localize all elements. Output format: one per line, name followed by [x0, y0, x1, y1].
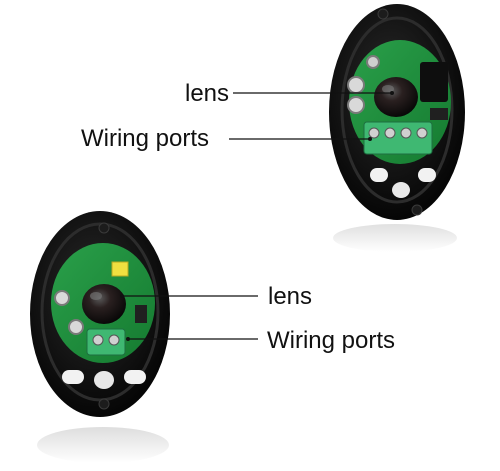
- device-bottom-chip: [135, 305, 147, 323]
- device-bottom-yellow-component: [111, 261, 129, 277]
- device-bottom-terminal-screw: [92, 334, 104, 346]
- device-top-mount-slot: [370, 168, 388, 182]
- device-bottom-mount-slot: [62, 370, 84, 384]
- device-bottom-ports-leader-dot: [126, 337, 130, 341]
- device-top-lens-leader-dot: [390, 91, 394, 95]
- device-bottom-screw-hole: [98, 222, 110, 234]
- device-top-ports-label: Wiring ports: [81, 125, 209, 152]
- device-top-relay: [420, 62, 448, 102]
- device-top-terminal-screw: [368, 127, 380, 139]
- device-bottom-lens-highlight: [90, 292, 102, 300]
- device-top-screw-hole: [377, 8, 389, 20]
- device-bottom-terminal-screw: [108, 334, 120, 346]
- device-top-screw-hole: [411, 204, 423, 216]
- device-bottom: [30, 211, 170, 463]
- device-bottom-lens: [82, 284, 126, 324]
- device-bottom-reflection: [37, 427, 169, 463]
- device-top-capacitor: [347, 96, 365, 114]
- device-top-mount-hole: [392, 182, 410, 198]
- device-bottom-terminal-block: [86, 328, 126, 356]
- device-top-reflection: [333, 224, 457, 252]
- device-top-terminal-screw: [384, 127, 396, 139]
- device-top-mount-slot: [418, 168, 436, 182]
- device-top-lens-label: lens: [185, 80, 229, 107]
- device-top-terminal-screw: [400, 127, 412, 139]
- device-bottom-ports-label: Wiring ports: [267, 327, 395, 354]
- device-top-terminal-screw: [416, 127, 428, 139]
- device-top-inner-rim: [340, 16, 454, 204]
- device-bottom-mount-hole: [94, 371, 114, 389]
- device-top-lens: [374, 77, 418, 117]
- device-bottom-mount-slot: [124, 370, 146, 384]
- device-top-capacitor: [347, 76, 365, 94]
- device-bottom-capacitor: [54, 290, 70, 306]
- device-bottom-lens-label: lens: [268, 283, 312, 310]
- device-top-chip: [430, 108, 448, 120]
- device-bottom-screw-hole: [98, 398, 110, 410]
- device-top-lens-highlight: [382, 85, 394, 93]
- device-top: [329, 4, 465, 252]
- device-bottom-capacitor: [68, 319, 84, 335]
- device-bottom-inner-rim: [40, 222, 160, 402]
- device-bottom-lens-leader-dot: [120, 294, 124, 298]
- device-top-terminal-block: [363, 121, 433, 155]
- device-top-ports-leader-dot: [368, 137, 372, 141]
- device-top-capacitor: [366, 55, 380, 69]
